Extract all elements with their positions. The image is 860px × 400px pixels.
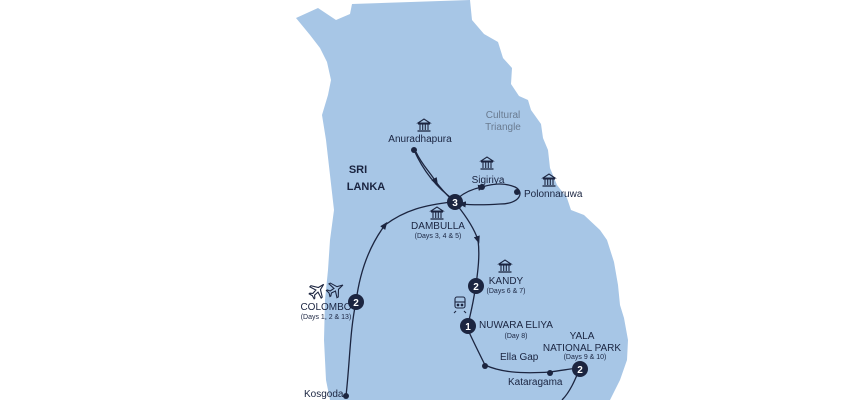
- stop-days-kandy: (Days 6 & 7): [487, 288, 526, 295]
- stop-name-colombo: COLOMBO: [300, 302, 351, 313]
- stop-name-kandy: KANDY: [489, 276, 524, 287]
- country-label: SRI: [349, 164, 367, 176]
- plane-icon: [308, 283, 325, 300]
- stop-name-dambulla: DAMBULLA: [411, 221, 465, 232]
- badge-nuwara-eliya: 1: [460, 318, 476, 334]
- stop-days-nuwara-eliya: (Day 8): [505, 333, 528, 340]
- svg-text:2: 2: [353, 298, 359, 309]
- place-label-kosgoda: Kosgoda: [304, 389, 344, 400]
- stop-name-yala: NATIONAL PARK: [543, 343, 621, 354]
- place-label-kataragama: Kataragama: [508, 377, 563, 388]
- train-icon: [453, 296, 467, 314]
- stop-name-yala: YALA: [570, 331, 595, 342]
- place-label-sigiriya: Sigiriya: [472, 175, 505, 186]
- region-label: Triangle: [485, 122, 521, 133]
- route-dots: [343, 147, 553, 399]
- svg-text:3: 3: [452, 198, 458, 209]
- svg-text:2: 2: [473, 282, 479, 293]
- badge-dambulla: 3: [447, 194, 463, 210]
- stop-days-yala: (Days 9 & 10): [564, 354, 607, 361]
- place-label-polonnaruwa: Polonnaruwa: [524, 189, 583, 200]
- svg-text:2: 2: [577, 365, 583, 376]
- stop-days-dambulla: (Days 3, 4 & 5): [415, 233, 462, 240]
- badge-colombo: 2: [348, 294, 364, 310]
- svg-text:1: 1: [465, 322, 471, 333]
- stop-days-colombo: (Days 1, 2 & 13): [301, 314, 352, 321]
- badge-kandy: 2: [468, 278, 484, 294]
- country-label: LANKA: [347, 181, 386, 193]
- stop-name-nuwara-eliya: NUWARA ELIYA: [479, 320, 553, 331]
- plane-icon: [325, 282, 344, 299]
- place-label-anuradhapura: Anuradhapura: [388, 134, 452, 145]
- region-label: Cultural: [486, 110, 520, 121]
- badge-yala: 2: [572, 361, 588, 377]
- place-label-ella-gap: Ella Gap: [500, 352, 539, 363]
